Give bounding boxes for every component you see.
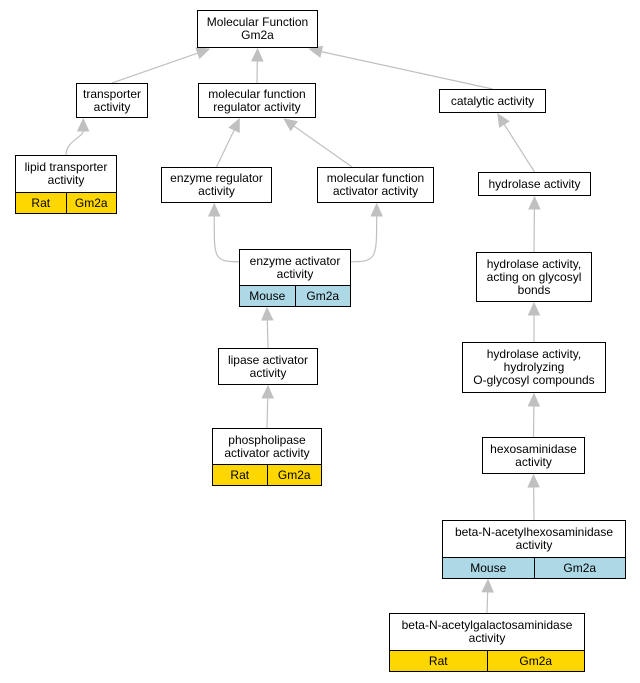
species-cell: Rat — [230, 467, 250, 482]
arrowhead-mf_activator-to-mf_regulator — [283, 118, 298, 132]
arrowhead-hydrolase-to-catalytic — [497, 112, 510, 128]
node-hydrolase-activity-hydrolyzing-o-glycosyl-compounds[interactable]: hydrolase activity, hydrolyzing O-glycos… — [462, 342, 606, 393]
gene-cell: Gm2a — [486, 651, 585, 671]
node-label: hydrolase activity, hydrolyzing O-glycos… — [473, 347, 595, 387]
node-label: hydrolase activity, acting on glycosyl b… — [486, 256, 582, 297]
node-label: lipid transporter activity — [24, 160, 108, 187]
arrowhead-mf_regulator-to-mf_root — [251, 47, 264, 62]
edge-phospholipase-to-lipase_act — [266, 397, 269, 429]
node-label: enzyme regulator activity — [170, 171, 263, 198]
node-label: transporter activity — [82, 86, 142, 114]
arrowhead-beta_hex-to-hexosaminidase — [527, 473, 540, 488]
annotation-row: Rat Gm2a — [16, 192, 116, 213]
arrowhead-lipid_transp-to-transporter — [76, 117, 90, 132]
annotation-row: Mouse Gm2a — [443, 557, 625, 578]
node-label: molecular function regulator activity — [208, 86, 306, 114]
arrowhead-transporter-to-mf_root — [195, 47, 211, 60]
species-cell: Mouse — [249, 288, 286, 303]
edge-transporter-to-mf_root — [111, 52, 199, 84]
arrowhead-hexosaminidase-to-hydro_oglyc — [527, 392, 541, 407]
arrowhead-hydro_glyc-to-hydrolase — [528, 195, 541, 210]
edge-enzyme_reg-to-mf_regulator — [215, 129, 235, 168]
node-beta-n-acetylhexosaminidase-activity[interactable]: beta-N-acetylhexosaminidase activity Mou… — [442, 520, 626, 579]
gene-cell: Gm2a — [294, 286, 351, 306]
node-label: phospholipase activator activity — [224, 432, 310, 460]
node-hydrolase-activity-acting-on-glycosyl-bonds[interactable]: hydrolase activity, acting on glycosyl b… — [476, 252, 592, 302]
node-label: beta-N-acetylhexosaminidase activity — [454, 525, 614, 552]
node-lipid-transporter-activity[interactable]: lipid transporter activity Rat Gm2a — [15, 155, 117, 214]
edge-beta_gal-to-beta_hex — [486, 591, 489, 614]
species-cell: Mouse — [470, 560, 507, 575]
node-label: catalytic activity — [450, 93, 535, 108]
annotation-row: Rat Gm2a — [390, 650, 584, 671]
node-molecular-function-regulator-activity[interactable]: molecular function regulator activity — [198, 83, 316, 118]
edge-enzyme_act-to-mf_activator — [350, 215, 378, 263]
species-cell: Rat — [428, 653, 448, 668]
gene-cell: Gm2a — [65, 193, 117, 213]
node-label: beta-N-acetylgalactosaminidase activity — [401, 618, 573, 645]
annotation-row: Rat Gm2a — [213, 464, 321, 485]
node-enzyme-regulator-activity[interactable]: enzyme regulator activity — [161, 167, 272, 203]
edge-lipase_act-to-enzyme_act — [266, 319, 269, 349]
arrowhead-enzyme_act-to-mf_activator — [370, 202, 383, 217]
gene-cell: Gm2a — [533, 558, 626, 578]
arrowhead-hydro_oglyc-to-hydro_glyc — [527, 301, 541, 316]
species-cell: Rat — [31, 195, 51, 210]
arrowhead-enzyme_act-to-enzyme_reg — [208, 202, 221, 217]
node-molecular-function[interactable]: Molecular Function Gm2a — [197, 10, 318, 48]
node-transporter-activity[interactable]: transporter activity — [76, 83, 148, 118]
arrowhead-lipase_act-to-enzyme_act — [261, 306, 274, 321]
node-label: molecular function activator activity — [326, 171, 425, 198]
node-phospholipase-activator-activity[interactable]: phospholipase activator activity Rat Gm2… — [212, 428, 322, 486]
node-molecular-function-activator-activity[interactable]: molecular function activator activity — [317, 167, 434, 203]
node-label: lipase activator activity — [227, 352, 309, 380]
arrowhead-enzyme_reg-to-mf_regulator — [228, 117, 240, 133]
node-enzyme-activator-activity[interactable]: enzyme activator activity Mouse Gm2a — [239, 249, 351, 307]
node-beta-n-acetylgalactosaminidase-activity[interactable]: beta-N-acetylgalactosaminidase activity … — [389, 613, 585, 672]
node-catalytic-activity[interactable]: catalytic activity — [439, 89, 546, 113]
arrowhead-beta_gal-to-beta_hex — [481, 578, 494, 593]
edge-catalytic-to-mf_root — [321, 51, 493, 90]
node-label: hexosaminidase activity — [490, 441, 577, 469]
gene-cell: Gm2a — [266, 465, 322, 485]
edge-hydrolase-to-catalytic — [503, 123, 536, 173]
node-label: hydrolase activity — [488, 176, 581, 191]
annotation-row: Mouse Gm2a — [240, 285, 350, 306]
arrowhead-phospholipase-to-lipase_act — [261, 384, 274, 399]
node-label: Molecular Function Gm2a — [206, 15, 309, 42]
node-lipase-activator-activity[interactable]: lipase activator activity — [218, 348, 318, 385]
node-hydrolase-activity[interactable]: hydrolase activity — [478, 172, 591, 196]
node-label: enzyme activator activity — [249, 253, 341, 281]
edge-mf_activator-to-mf_regulator — [293, 125, 353, 168]
edge-enzyme_act-to-enzyme_reg — [213, 215, 240, 263]
edge-lipid_transp-to-transporter — [65, 130, 84, 156]
node-hexosaminidase-activity[interactable]: hexosaminidase activity — [482, 437, 585, 474]
